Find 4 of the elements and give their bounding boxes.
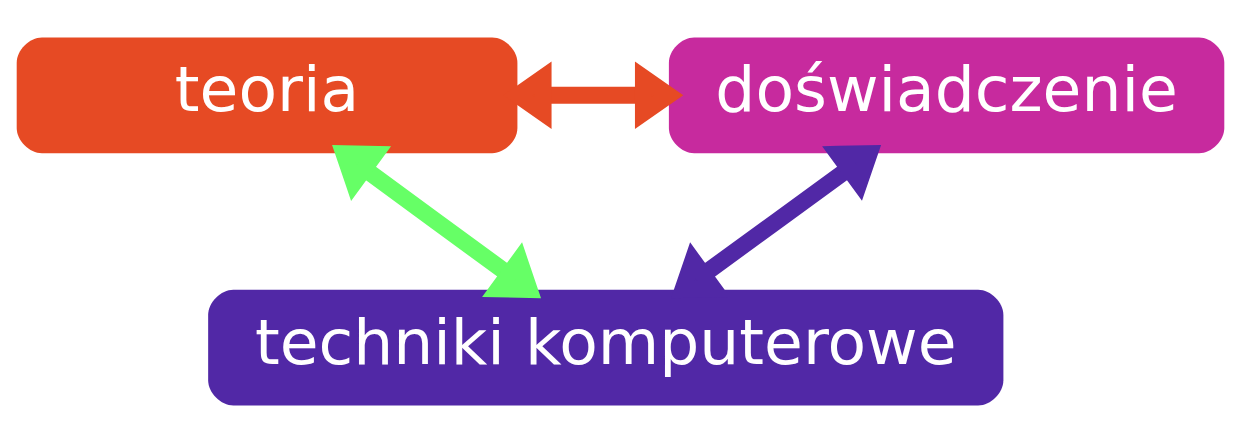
node-box: techniki komputerowe: [208, 289, 1004, 406]
arrow: [332, 145, 542, 299]
node-box: teoria: [16, 37, 518, 154]
node-box: doświadczenie: [668, 37, 1225, 154]
